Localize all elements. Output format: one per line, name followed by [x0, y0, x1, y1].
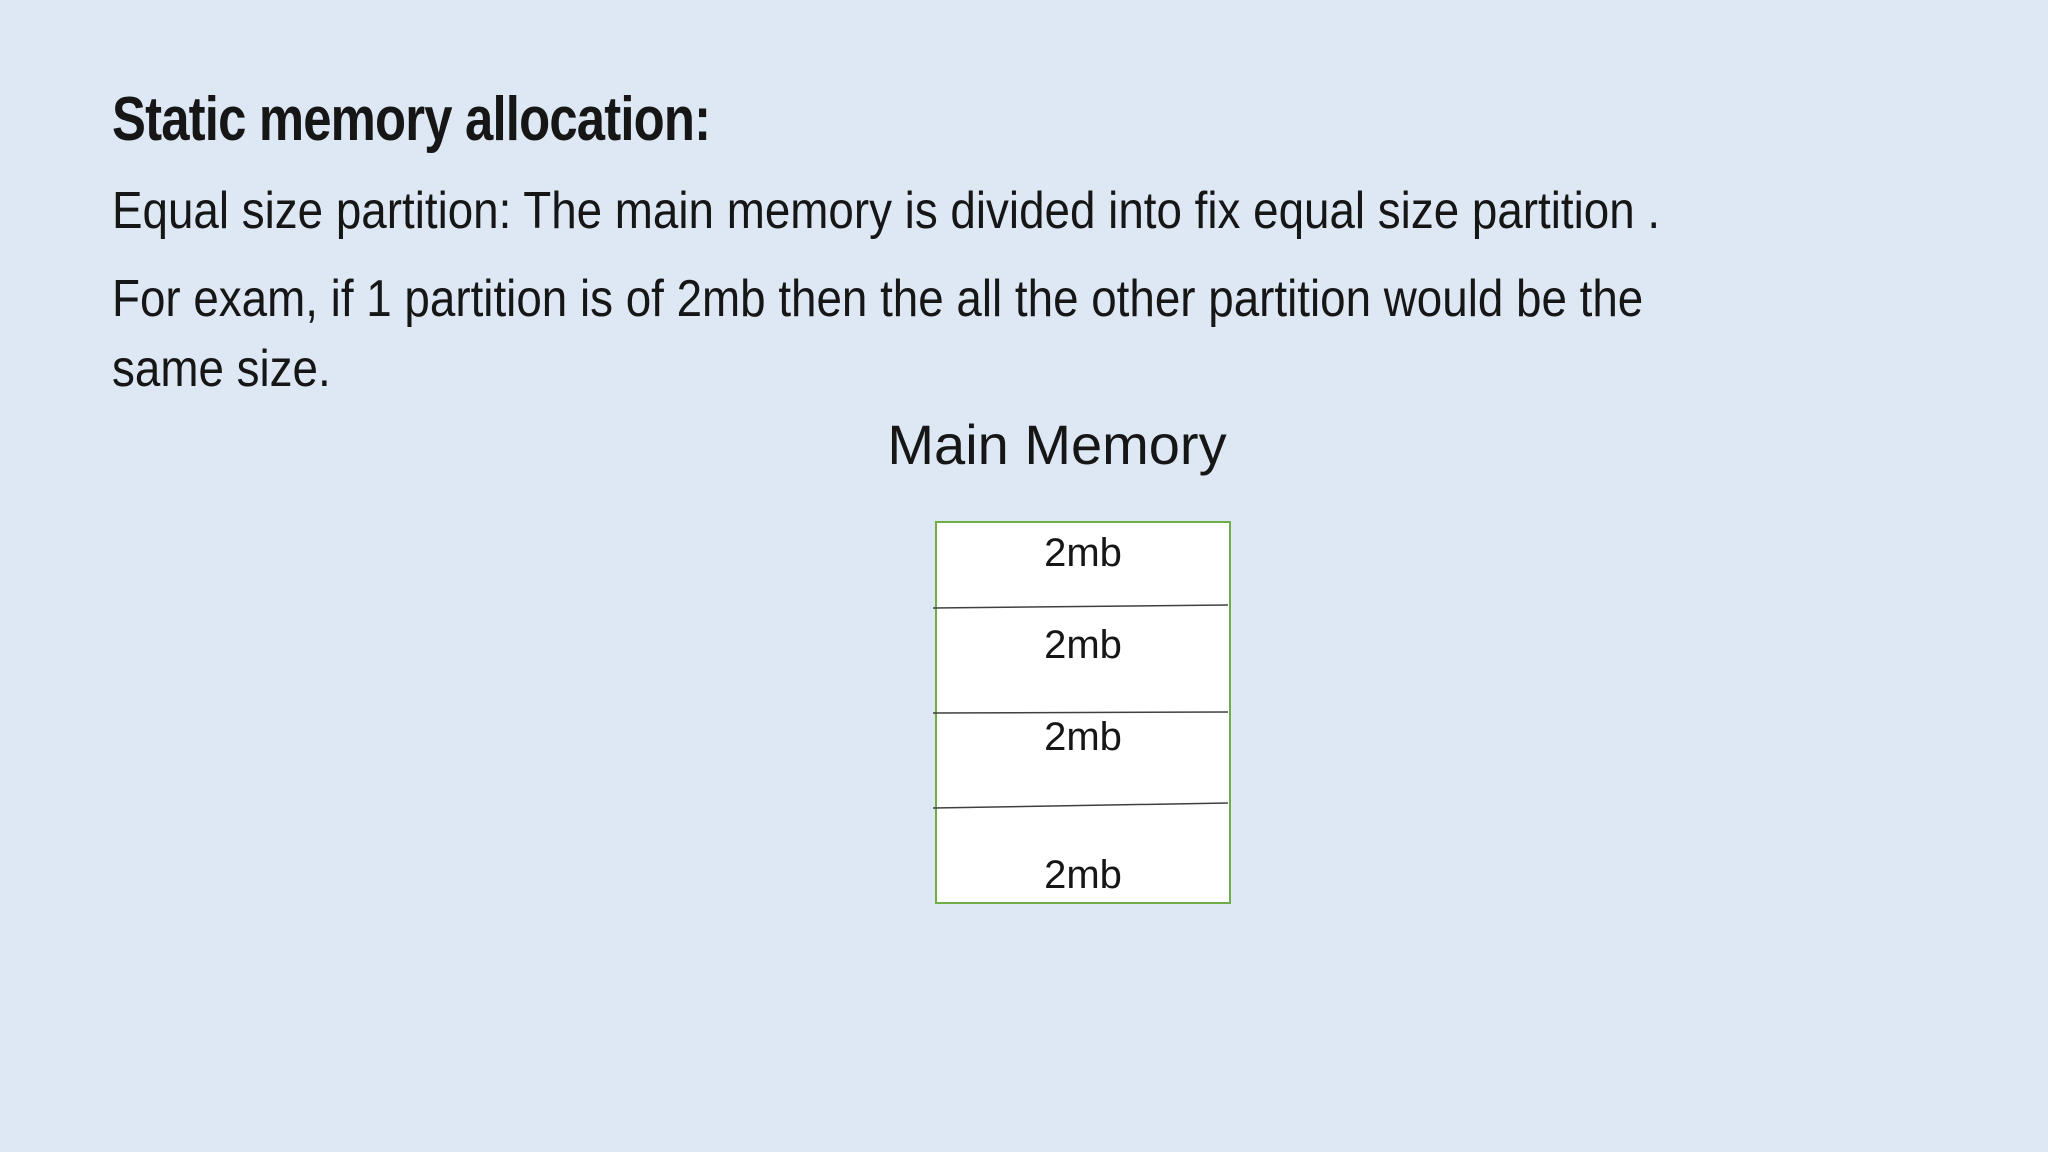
partition-divider [932, 604, 1229, 609]
partition-size-label: 2mb [1044, 853, 1122, 897]
main-memory-heading: Main Memory [887, 413, 1227, 476]
partition-divider [932, 711, 1229, 714]
partition-divider [932, 802, 1229, 809]
paragraph-equal-size: Equal size partition: The main memory is… [112, 176, 1660, 246]
partition-size-label: 2mb [1044, 623, 1122, 667]
paragraph-line: Equal size partition: The main memory is… [112, 182, 1661, 240]
paragraph-example: For exam, if 1 partition is of 2mb then … [112, 264, 1643, 404]
partition-size-label: 2mb [1044, 715, 1122, 759]
memory-partition-diagram [932, 521, 1231, 904]
paragraph-line: same size. [112, 340, 331, 398]
paragraph-line: For exam, if 1 partition is of 2mb then … [112, 270, 1644, 328]
slide-title: Static memory allocation: [112, 85, 711, 154]
partition-size-label: 2mb [1044, 531, 1122, 575]
